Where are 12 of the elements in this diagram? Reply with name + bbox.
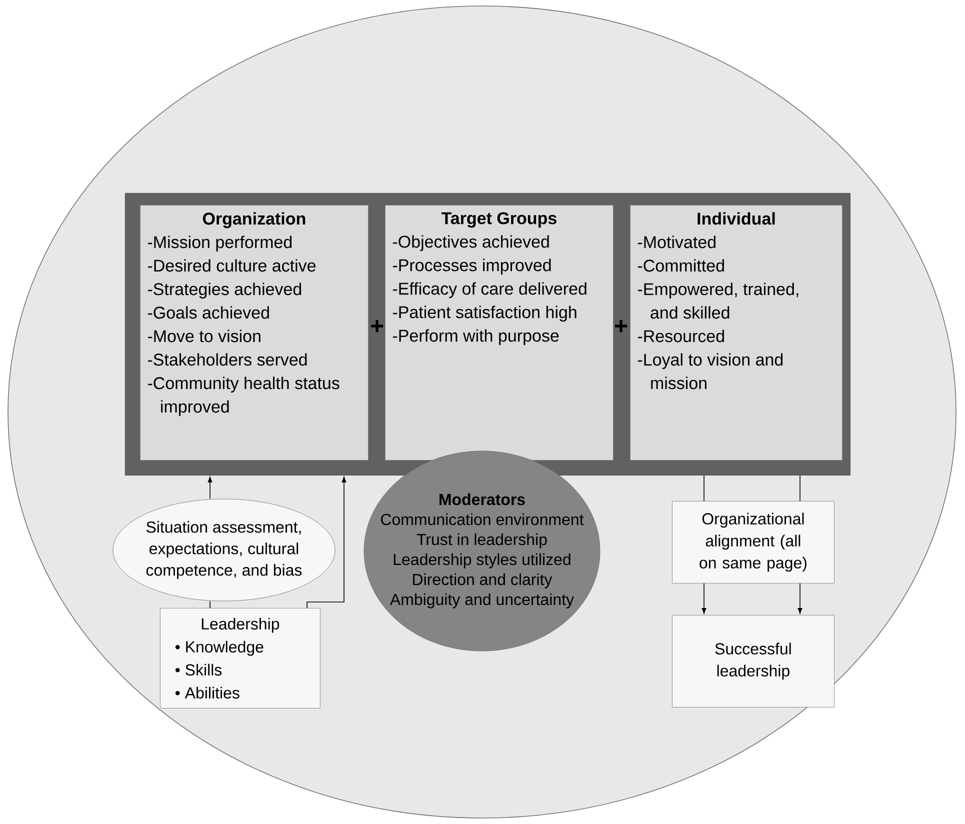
- panel: Organization -Mission performed -Desired culture active -Strategies achieved -Goals achieved -Move to vision -Stakeholders served -Community health status improved: [140, 205, 368, 460]
- arrow: [208, 476, 212, 500]
- arrow: [798, 583, 802, 614]
- leadership-box: Leadership • Knowledge • Skills • Abilities: [160, 608, 320, 708]
- plus-sign: +: [371, 320, 384, 332]
- panel: Target Groups -Objectives achieved -Processes improved -Efficacy of care delivered -Patient satisfaction high -Perform with purpose: [385, 205, 614, 460]
- arrow: [306, 476, 346, 608]
- arrow: [702, 583, 706, 614]
- outcome-box: Successful leadership: [672, 615, 834, 708]
- plus-sign: +: [615, 320, 628, 332]
- alignment-box: Organizational alignment (all on same page): [672, 501, 834, 584]
- panel: Individual -Motivated -Committed -Empowered, trained, and skilled -Resourced -Loyal to vision and mission: [630, 205, 842, 460]
